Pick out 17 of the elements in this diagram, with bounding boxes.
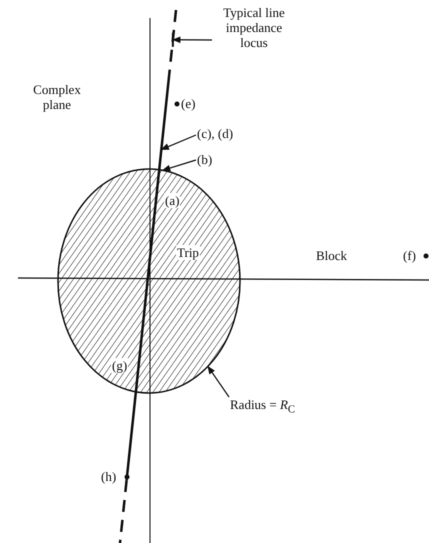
callout-label: (b) bbox=[197, 152, 212, 167]
leader-line bbox=[207, 366, 230, 398]
callout-label: (g) bbox=[111, 358, 128, 373]
callout-label: (e) bbox=[181, 96, 196, 111]
annotation-text: Radius = R$_{C}$ bbox=[230, 397, 296, 418]
trip-circle bbox=[57, 168, 241, 394]
annotation-text: Typical line impedance locus bbox=[214, 5, 294, 50]
callout-label: (h) bbox=[101, 469, 116, 484]
region-label: Trip bbox=[176, 245, 200, 260]
leader-line bbox=[172, 36, 212, 44]
region-label: Block bbox=[316, 248, 348, 263]
annotation-text: Complex plane bbox=[32, 82, 82, 112]
callout-label: (c), (d) bbox=[197, 126, 234, 141]
leader-line bbox=[162, 159, 196, 172]
callout-label: (f) bbox=[403, 248, 416, 263]
leader-line bbox=[160, 134, 196, 150]
callout-label: (a) bbox=[164, 193, 180, 208]
